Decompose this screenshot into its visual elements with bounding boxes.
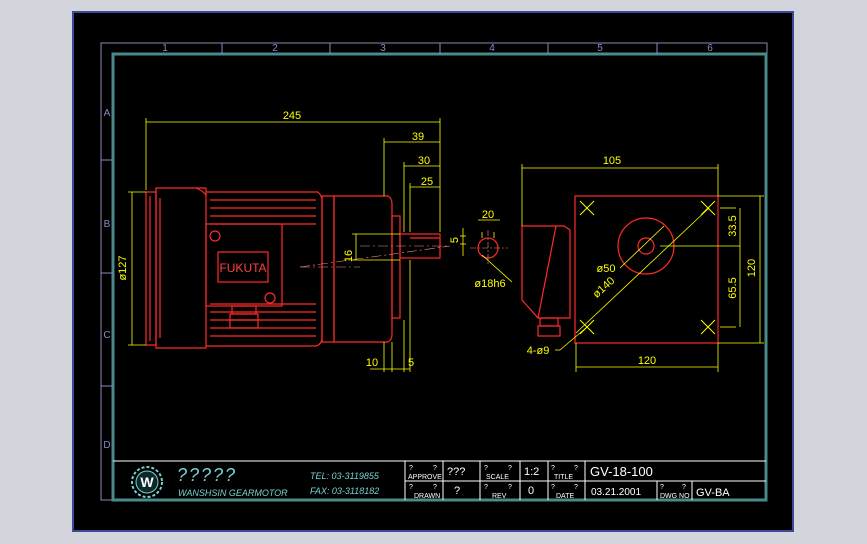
dim-30: 30: [418, 155, 430, 167]
rev-value: 0: [528, 485, 534, 497]
bolt-holes: [579, 200, 716, 335]
date-q2: ?: [574, 484, 578, 491]
drawn-label: DRAWN: [414, 493, 440, 500]
title-value: GV-18-100: [590, 464, 653, 479]
grid-col-6: 6: [707, 43, 713, 54]
dim-120-vertical: 120: [746, 259, 758, 277]
dwg-value: GV-BA: [696, 487, 730, 499]
dim-5-key: 5: [449, 237, 461, 243]
drawn-q2: ?: [433, 484, 437, 491]
dim-33-5: 33.5: [727, 215, 739, 236]
company-tel: TEL: 03-3119855: [310, 471, 380, 481]
dim-25: 25: [421, 176, 433, 188]
grid-col-1: 1: [162, 43, 168, 54]
scale-value: 1:2: [524, 466, 539, 478]
rev-q2: ?: [508, 484, 512, 491]
dim-105: 105: [603, 155, 621, 167]
dim-shaft-fit: ø18h6: [474, 278, 505, 290]
title-q1: ?: [551, 465, 555, 472]
dim-20: 20: [482, 209, 494, 221]
dim-5-bottom: 5: [408, 357, 414, 369]
title-q2: ?: [574, 465, 578, 472]
date-label: DATE: [556, 493, 574, 500]
scale-q2: ?: [508, 465, 512, 472]
dim-39: 39: [412, 131, 424, 143]
grid-col-2: 2: [272, 43, 278, 54]
side-dimension-lines: [128, 118, 466, 372]
dim-120-horizontal: 120: [638, 355, 656, 367]
dim-holes: 4-ø9: [527, 345, 550, 357]
dim-65-5: 65.5: [727, 277, 739, 298]
rev-label: REV: [492, 493, 507, 500]
rev-q1: ?: [484, 484, 488, 491]
dim-16: 16: [343, 250, 355, 262]
approve-q2: ?: [433, 465, 437, 472]
dim-10: 10: [366, 357, 378, 369]
grid-row-c: C: [103, 330, 110, 341]
title-label: TITLE: [554, 474, 573, 481]
dim-245: 245: [283, 110, 301, 122]
approve-label: APPROVE: [408, 474, 442, 481]
flange-dimension-lines: [521, 164, 764, 372]
grid-row-b: B: [104, 219, 111, 230]
date-value: 03.21.2001: [591, 487, 641, 498]
dim-motor-dia: ø127: [117, 255, 129, 280]
drawn-value: ?: [454, 485, 460, 497]
approve-value: ???: [447, 466, 465, 478]
grid-columns: [221, 43, 658, 54]
dim-phi50: ø50: [597, 263, 616, 275]
company-name-en: WANSHSIN GEARMOTOR: [178, 488, 288, 498]
dwg-q1: ?: [660, 484, 664, 491]
logo-letter: W: [140, 474, 154, 490]
grid-rows: [101, 159, 113, 387]
company-fax: FAX: 03-3118182: [310, 486, 379, 496]
dwg-q2: ?: [682, 484, 686, 491]
company-name-cn: ?????: [177, 465, 237, 485]
drawing-canvas: [72, 11, 794, 532]
shaft-section: [470, 219, 513, 283]
side-centerline: [299, 245, 451, 268]
grid-row-a: A: [104, 108, 111, 119]
grid-row-d: D: [103, 440, 110, 451]
scale-label: SCALE: [486, 474, 509, 481]
title-block: [113, 460, 766, 500]
dwg-label: DWG NO: [660, 493, 690, 500]
grid-col-5: 5: [597, 43, 603, 54]
scale-q1: ?: [484, 465, 488, 472]
company-logo: W: [131, 466, 163, 498]
approve-q1: ?: [409, 465, 413, 472]
grid-col-3: 3: [380, 43, 386, 54]
drawn-q1: ?: [409, 484, 413, 491]
grid-col-4: 4: [489, 43, 495, 54]
date-q1: ?: [551, 484, 555, 491]
brand-label: FUKUTA: [219, 261, 266, 275]
